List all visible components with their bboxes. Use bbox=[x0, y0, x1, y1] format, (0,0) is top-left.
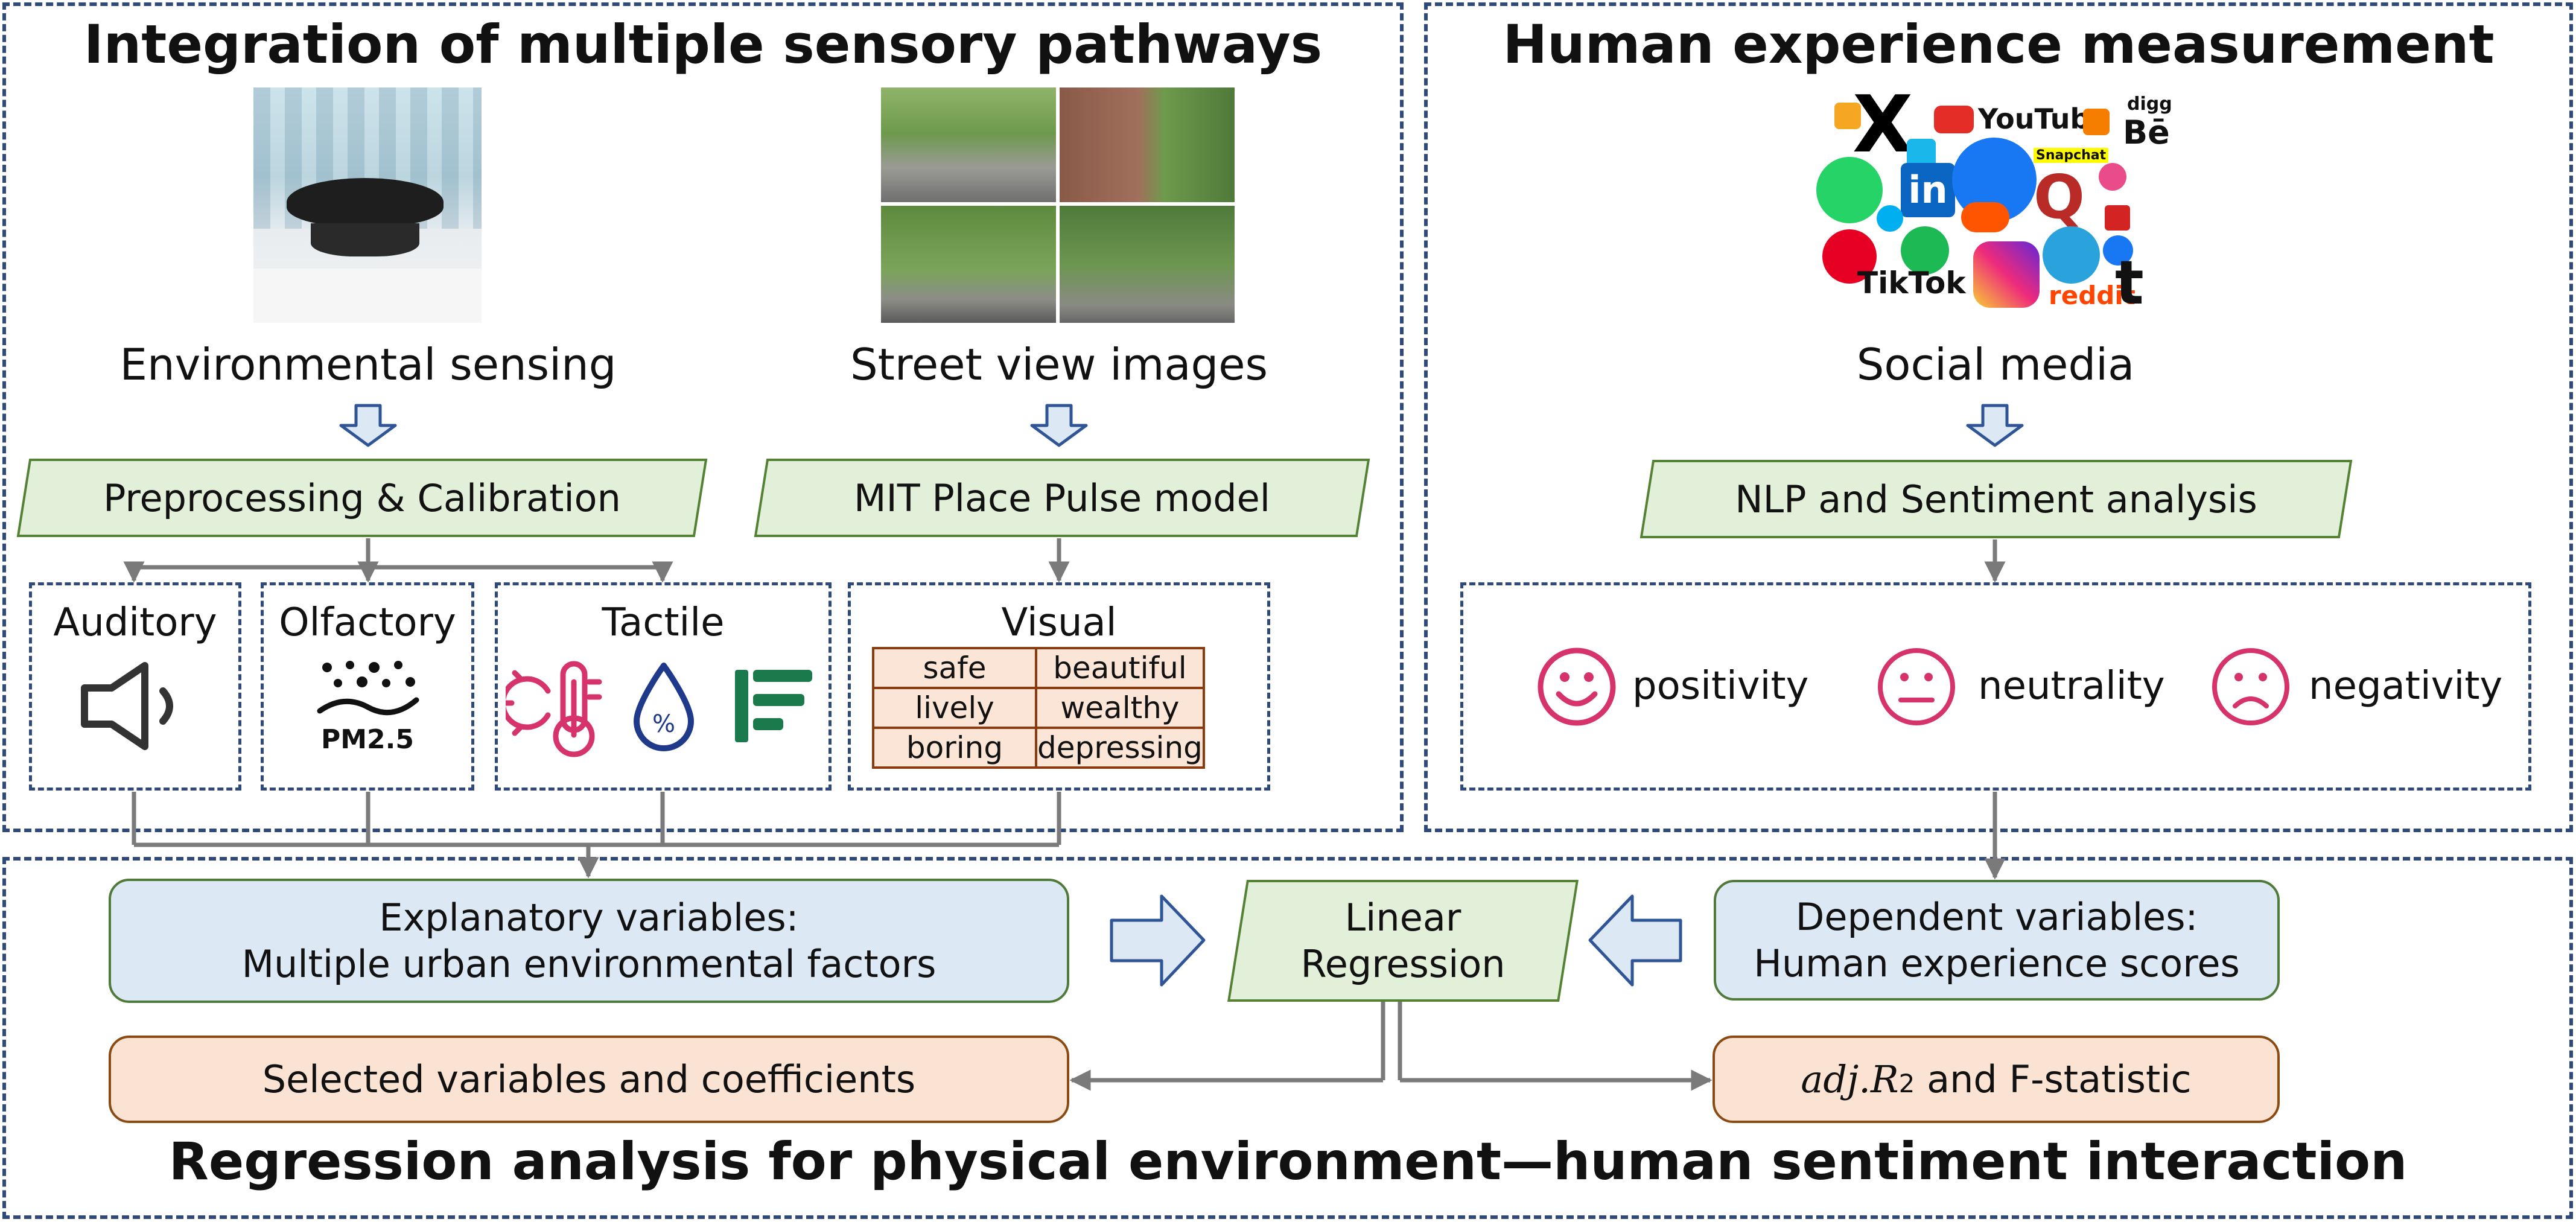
dribbble-icon bbox=[2099, 163, 2126, 191]
table-row: lively wealthy bbox=[872, 687, 1205, 729]
street-view-photo-2 bbox=[1060, 88, 1235, 202]
table-cell: wealthy bbox=[1035, 687, 1205, 729]
place-pulse-model-box: MIT Place Pulse model bbox=[760, 459, 1364, 537]
digg-logo: digg bbox=[2127, 94, 2172, 115]
quora-logo: Q bbox=[2034, 162, 2085, 232]
down-arrow-icon bbox=[339, 404, 397, 447]
explanatory-variables-box: Explanatory variables: Multiple urban en… bbox=[109, 879, 1069, 1003]
linear-regression-line1: Linear bbox=[1344, 895, 1461, 940]
down-arrow-icon bbox=[1030, 404, 1088, 447]
blogger-icon bbox=[2083, 109, 2110, 135]
tactile-panel bbox=[495, 582, 832, 791]
table-cell: lively bbox=[872, 687, 1037, 729]
dependent-variables-description: Human experience scores bbox=[1754, 941, 2240, 985]
sensory-panel-title: Integration of multiple sensory pathways bbox=[83, 13, 1323, 75]
humidity-percent-symbol: % bbox=[652, 710, 675, 738]
adj-r2-exponent: 2 bbox=[1898, 1068, 1915, 1098]
pm25-dots-icon bbox=[317, 661, 419, 716]
instagram-icon bbox=[1973, 241, 2040, 308]
preprocessing-calibration-label: Preprocessing & Calibration bbox=[103, 476, 621, 520]
spotify-icon bbox=[1901, 226, 1949, 275]
rss-icon bbox=[1834, 103, 1861, 129]
auditory-panel bbox=[29, 582, 241, 791]
linear-regression-box: Linear Regression bbox=[1237, 880, 1569, 1002]
visual-label: Visual bbox=[1001, 600, 1117, 645]
place-pulse-model-label: MIT Place Pulse model bbox=[854, 476, 1270, 520]
skype-icon bbox=[1877, 205, 1903, 232]
street-view-photo-4 bbox=[1060, 206, 1235, 323]
neutral-face-icon bbox=[1878, 648, 1955, 725]
sentiment-panel bbox=[1460, 582, 2531, 791]
table-cell: boring bbox=[872, 727, 1037, 769]
tiktok-logo: TikTok bbox=[1857, 266, 1966, 301]
selected-variables-box: Selected variables and coefficients bbox=[109, 1036, 1069, 1123]
nlp-sentiment-box: NLP and Sentiment analysis bbox=[1646, 460, 2346, 538]
telegram-icon bbox=[2043, 226, 2100, 284]
f-statistic-label: and F-statistic bbox=[1915, 1057, 2192, 1101]
auditory-label: Auditory bbox=[53, 600, 217, 645]
x-logo: X bbox=[1852, 78, 1913, 170]
snapchat-logo: Snapchat bbox=[2034, 148, 2109, 163]
down-arrow-icon bbox=[1966, 404, 2024, 447]
sensory-panel bbox=[2, 2, 1404, 832]
smiling-face-icon bbox=[1538, 648, 1616, 726]
tumblr-logo: t bbox=[2115, 247, 2144, 318]
positivity-label: positivity bbox=[1632, 664, 1809, 708]
table-cell: safe bbox=[872, 647, 1037, 689]
dependent-variables-title: Dependent variables: bbox=[1795, 894, 2198, 939]
youtube-play-icon bbox=[1934, 106, 1974, 133]
experience-panel bbox=[1424, 2, 2573, 832]
environmental-sensor-photo bbox=[253, 88, 482, 323]
street-view-photo-3 bbox=[881, 206, 1056, 323]
linkedin-icon: in bbox=[1901, 163, 1955, 217]
preprocessing-calibration-box: Preprocessing & Calibration bbox=[23, 459, 701, 537]
negativity-label: negativity bbox=[2309, 664, 2503, 708]
speaker-icon bbox=[81, 662, 173, 750]
linear-regression-line2: Regression bbox=[1300, 942, 1506, 986]
messenger-icon bbox=[2103, 235, 2133, 266]
table-cell: depressing bbox=[1035, 727, 1205, 769]
left-arrow-icon bbox=[1588, 894, 1682, 987]
tactile-label: Tactile bbox=[602, 600, 725, 645]
visual-perception-table: safe beautiful lively wealthy boring dep… bbox=[872, 647, 1205, 769]
temperature-icon bbox=[506, 661, 602, 757]
adj-r2-symbol: adj.R bbox=[1801, 1057, 1899, 1101]
selected-variables-label: Selected variables and coefficients bbox=[262, 1057, 916, 1101]
explanatory-variables-title: Explanatory variables: bbox=[379, 895, 799, 940]
right-arrow-icon bbox=[1110, 894, 1206, 987]
dependent-variables-box: Dependent variables: Human experience sc… bbox=[1714, 880, 2280, 1001]
reddit-logo: reddit bbox=[2049, 281, 2136, 310]
humidity-icon: % bbox=[634, 663, 694, 751]
soundcloud-icon bbox=[1961, 202, 2009, 232]
social-media-logos: X YouTube digg Bē in Snapchat Q TikTok r… bbox=[1810, 78, 2172, 318]
table-cell: beautiful bbox=[1035, 647, 1205, 689]
yelp-icon bbox=[2105, 205, 2130, 231]
behance-logo: Bē bbox=[2123, 113, 2170, 151]
table-row: safe beautiful bbox=[872, 647, 1205, 689]
fit-statistics-box: adj.R 2 and F-statistic bbox=[1713, 1036, 2280, 1123]
whatsapp-icon bbox=[1816, 157, 1883, 223]
wind-icon bbox=[735, 670, 812, 742]
explanatory-variables-description: Multiple urban environmental factors bbox=[241, 942, 937, 986]
street-view-images-label: Street view images bbox=[850, 339, 1268, 390]
pinterest-icon bbox=[1822, 229, 1877, 284]
street-view-photo-1 bbox=[881, 88, 1056, 202]
olfactory-panel bbox=[261, 582, 474, 791]
sad-face-icon bbox=[2212, 648, 2289, 725]
experience-panel-title: Human experience measurement bbox=[1503, 13, 2495, 75]
table-row: boring depressing bbox=[872, 727, 1205, 769]
olfactory-label: Olfactory bbox=[279, 600, 456, 645]
social-media-label: Social media bbox=[1856, 339, 2135, 390]
regression-panel bbox=[2, 857, 2573, 1219]
neutrality-label: neutrality bbox=[1978, 664, 2165, 708]
pm25-label: PM2.5 bbox=[321, 724, 414, 755]
nlp-sentiment-label: NLP and Sentiment analysis bbox=[1735, 477, 2257, 521]
environmental-sensing-label: Environmental sensing bbox=[119, 339, 617, 390]
regression-panel-title: Regression analysis for physical environ… bbox=[168, 1131, 2408, 1192]
